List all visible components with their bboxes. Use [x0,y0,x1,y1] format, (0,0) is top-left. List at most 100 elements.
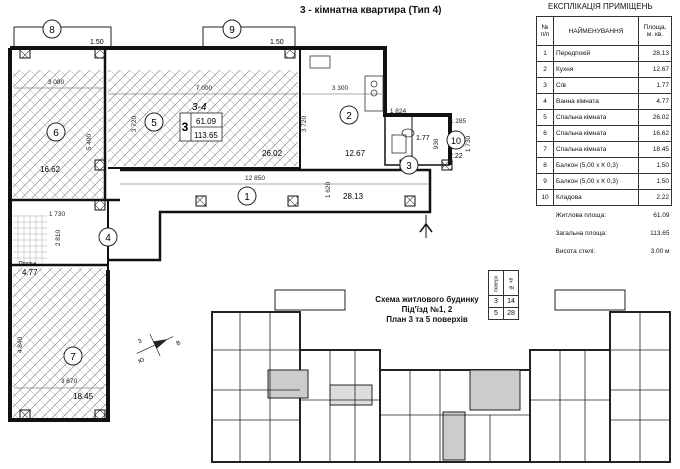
dim-1824: 1 824 [390,108,407,115]
total-label: Загальна площа: [555,229,607,237]
legend-cell-name: Кладова [553,189,639,206]
room-4-floor [13,215,47,263]
balcony-8-area: 1.50 [90,39,104,46]
balcony-8: 8 1.50 [13,19,112,48]
dim-3300: 3 300 [332,85,349,92]
floors-header-row: поверх № кв [488,270,519,296]
room-2-area: 12.67 [345,149,366,158]
compass-east: В [176,340,182,347]
ceiling-label: Висота стелі: [555,247,596,255]
legend-col-name: НАЙМЕНУВАННЯ [553,16,639,46]
page-title: 3 - кімнатна квартира (Тип 4) [300,5,442,16]
entrance-arrow-icon [419,223,433,233]
apartment-total: 113.65 [194,131,218,140]
dim-12850: 12 850 [245,175,265,182]
legend-cell-area: 18.45 [638,141,672,158]
legend-cell-area: 16.62 [638,125,672,142]
floors-cell-apt: 14 [503,295,519,308]
laundry-label: Пральн. [19,261,38,267]
schema-title: Схема житлового будинку Під'їзд №1, 2 Пл… [352,295,502,325]
apartment-badge: 3-4 3 61.09 113.65 [179,102,223,142]
legend-col-no: № п/п [536,16,554,46]
building-schema [211,289,671,463]
room-3-area: 1.77 [416,135,430,142]
compass-icon: З Ю В [136,333,182,365]
legend-cell-no: 5 [536,109,554,126]
legend-cell-name: Передпокій [553,45,639,62]
floors-col-apt: № кв [503,270,519,296]
floors-cell-floor: 5 [488,307,504,320]
room-5-area: 26.02 [262,149,283,158]
apartment-rooms: 3 [182,120,189,134]
compass-north: З [137,338,143,345]
legend-cell-name: Ванна кімната [553,93,639,110]
dim-3670: 3 670 [61,378,78,385]
legend-total-row: Загальна площа: 113.65 [537,224,672,242]
floors-cell-apt: 28 [503,307,519,320]
legend-cell-name: Балкон (5,00 x К 0,3) [553,157,639,174]
room-6-label: 6 [53,128,59,139]
legend-cell-name: Кухня [553,61,639,78]
room-7-area: 18.45 [73,392,94,401]
legend-cell-name: Спальна кімната [553,109,639,126]
compass-south: Ю [138,357,146,365]
legend-cell-area: 4.77 [638,93,672,110]
room-9-label: 9 [229,25,235,36]
room-6-area: 16.62 [40,165,61,174]
legend-cell-name: Балкон (5,00 x К 0,3) [553,173,639,190]
living-value: 61.09 [653,211,670,219]
legend-cell-area: 1.50 [638,157,672,174]
living-label: Житлова площа: [555,211,607,219]
apartment-living: 61.09 [196,117,217,126]
legend-cell-area: 28.13 [638,45,672,62]
dim-2810: 2 810 [55,229,62,246]
legend-cell-area: 26.02 [638,109,672,126]
dim-1730: 1 730 [49,211,66,218]
legend-cell-no: 9 [536,173,554,190]
dim-1285: 1 285 [450,118,467,125]
legend-header-row: № п/п НАЙМЕНУВАННЯ Площа, м. кв. [536,16,672,46]
legend-cell-no: 3 [536,77,554,94]
room-2-label: 2 [346,111,352,122]
dim-4840: 4 840 [17,336,24,353]
legend-cell-name: Спальна кімната [553,141,639,158]
legend-cell-area: 1.77 [638,77,672,94]
legend-cell-no: 8 [536,157,554,174]
legend-cell-no: 7 [536,141,554,158]
room-1-area: 28.13 [343,192,364,201]
floors-col-floor: поверх [488,270,504,296]
legend-heading: ЕКСПЛІКАЦІЯ ПРИМІЩЕНЬ [548,2,653,11]
dim-3720-b: 3 720 [301,115,308,132]
room-10-area: 2.22 [449,153,463,160]
legend-cell-no: 1 [536,45,554,62]
room-7-label: 7 [70,352,76,363]
apartment-code: 3-4 [192,102,207,113]
room-4-area: 4.77 [22,268,38,277]
dim-1620: 1 620 [325,181,332,198]
dim-930: 930 [433,138,440,149]
room-5-label: 5 [151,118,157,129]
schema-line-3: План 3 та 5 поверхів [386,315,468,324]
apartment-walls [8,46,452,422]
dim-5400: 5 400 [86,133,93,150]
kitchen-fixtures [309,55,415,154]
floors-cell-floor: 3 [488,295,504,308]
schema-line-1: Схема житлового будинку [375,295,479,304]
legend-col-area: Площа, м. кв. [638,16,672,46]
legend-ceiling-row: Висота стелі: 3.00 м [537,242,672,260]
room-4-label: 4 [105,233,111,244]
room-10-label: 10 [451,136,461,146]
legend-cell-no: 10 [536,189,554,206]
